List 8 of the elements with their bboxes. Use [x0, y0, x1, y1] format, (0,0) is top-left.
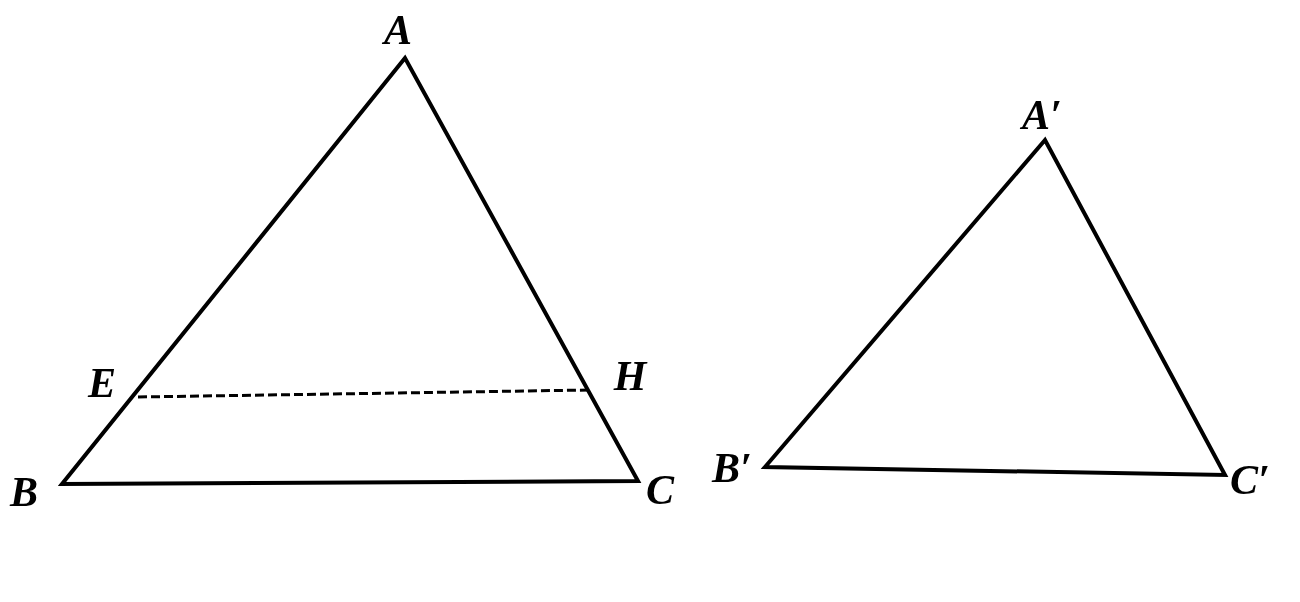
point-label: B′ — [712, 447, 752, 489]
point-label: A — [384, 9, 412, 51]
point-label: B — [10, 471, 38, 513]
point-label: A′ — [1022, 94, 1062, 136]
point-label: C — [646, 469, 674, 511]
point-label: C′ — [1230, 459, 1270, 501]
point-label: H — [613, 355, 647, 397]
point-label: E — [88, 362, 116, 404]
